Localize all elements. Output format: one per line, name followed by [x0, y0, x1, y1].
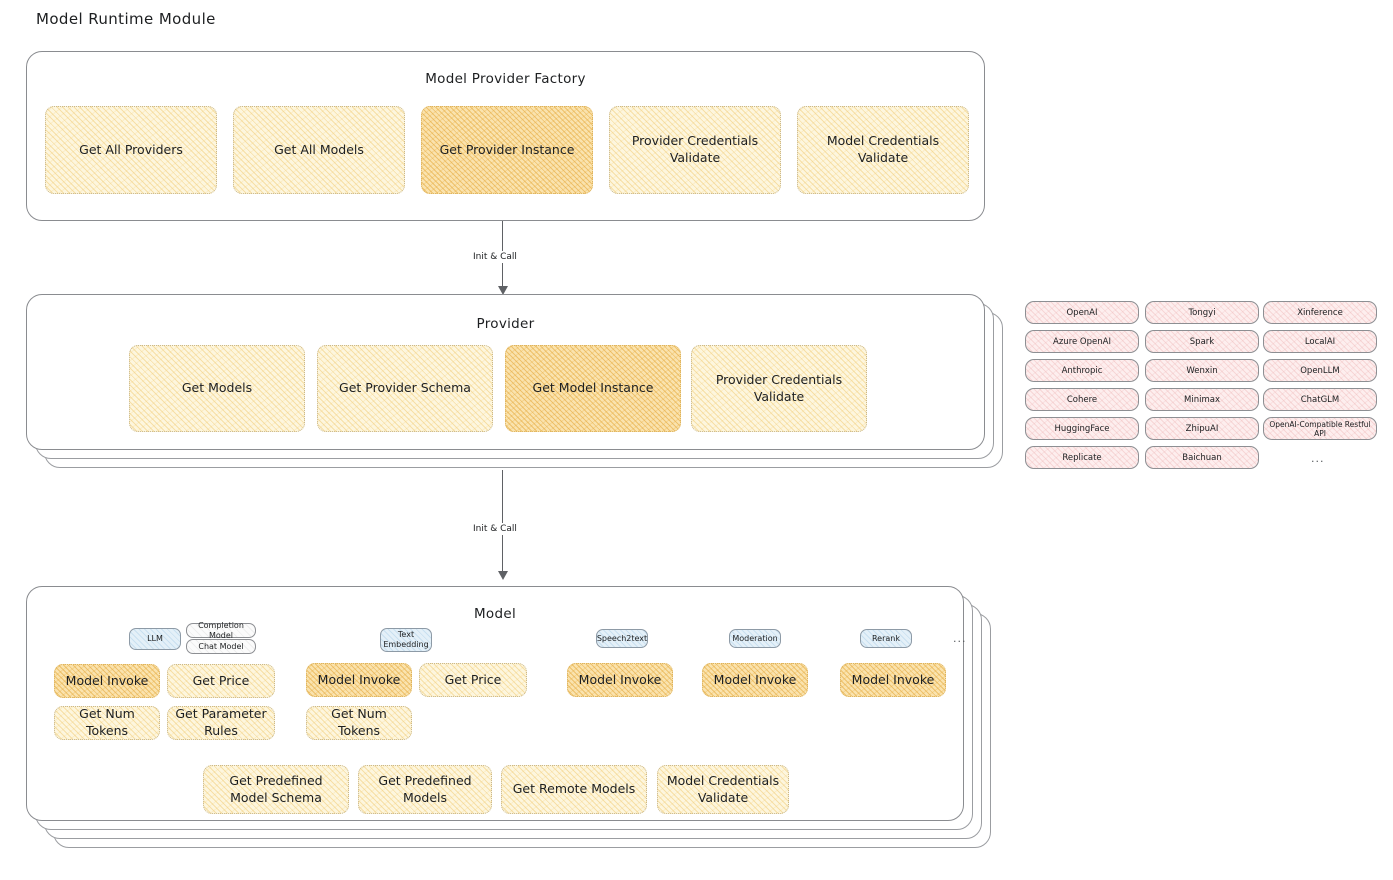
provider-pill-wenxin[interactable]: Wenxin — [1145, 359, 1259, 382]
model-group: Model — [26, 586, 964, 821]
model-type-chip-moderation[interactable]: Moderation — [729, 629, 781, 648]
llm-method-get-price[interactable]: Get Price — [167, 664, 275, 698]
provider-method-get-provider-schema[interactable]: Get Provider Schema — [317, 345, 493, 432]
provider-pill-baichuan[interactable]: Baichuan — [1145, 446, 1259, 469]
arrow-provider-to-model-head — [498, 571, 508, 580]
provider-pill-anthropic[interactable]: Anthropic — [1025, 359, 1139, 382]
provider-pill-localai[interactable]: LocalAI — [1263, 330, 1377, 353]
llm-method-model-invoke[interactable]: Model Invoke — [54, 664, 160, 698]
provider-method-get-model-instance[interactable]: Get Model Instance — [505, 345, 681, 432]
text-embedding-method-get-num-tokens[interactable]: Get Num Tokens — [306, 706, 412, 740]
provider-pill-replicate[interactable]: Replicate — [1025, 446, 1139, 469]
model-common-method-get-predefined-models[interactable]: Get Predefined Models — [358, 765, 492, 814]
provider-pill-xinference[interactable]: Xinference — [1263, 301, 1377, 324]
factory-method-get-provider-instance[interactable]: Get Provider Instance — [421, 106, 593, 194]
model-subtype-chip-completion-model[interactable]: Completion Model — [186, 621, 256, 640]
provider-pill-chatglm[interactable]: ChatGLM — [1263, 388, 1377, 411]
arrow-factory-to-provider-head — [498, 286, 508, 295]
model-subtype-chip-chat-model[interactable]: Chat Model — [186, 639, 256, 654]
arrow-factory-to-provider-label: Init & Call — [469, 251, 521, 263]
model-type-chip-text-embedding[interactable]: Text Embedding — [380, 628, 432, 652]
moderation-method-model-invoke[interactable]: Model Invoke — [702, 663, 808, 697]
model-title: Model — [473, 606, 517, 622]
provider-pill-openai-compatible-restful-api[interactable]: OpenAI-Compatible Restful API — [1263, 417, 1377, 440]
text-embedding-method-get-price[interactable]: Get Price — [419, 663, 527, 697]
provider-pill-spark[interactable]: Spark — [1145, 330, 1259, 353]
provider-title: Provider — [476, 316, 535, 332]
model-common-method-model-credentials-validate[interactable]: Model Credentials Validate — [657, 765, 789, 814]
rerank-method-model-invoke[interactable]: Model Invoke — [840, 663, 946, 697]
provider-list-more-ellipsis: ... — [1311, 452, 1325, 465]
provider-method-get-models[interactable]: Get Models — [129, 345, 305, 432]
provider-pill-openai[interactable]: OpenAI — [1025, 301, 1139, 324]
llm-method-get-parameter-rules[interactable]: Get Parameter Rules — [167, 706, 275, 740]
llm-method-get-num-tokens[interactable]: Get Num Tokens — [54, 706, 160, 740]
factory-method-provider-credentials-validate[interactable]: Provider Credentials Validate — [609, 106, 781, 194]
model-type-chip-speech2text[interactable]: Speech2text — [596, 629, 648, 648]
model-provider-factory-title: Model Provider Factory — [425, 71, 586, 87]
factory-method-get-all-providers[interactable]: Get All Providers — [45, 106, 217, 194]
provider-pill-zhipuai[interactable]: ZhipuAI — [1145, 417, 1259, 440]
model-types-more-ellipsis: ... — [953, 632, 967, 645]
speech2text-method-model-invoke[interactable]: Model Invoke — [567, 663, 673, 697]
provider-method-provider-credentials-validate[interactable]: Provider Credentials Validate — [691, 345, 867, 432]
model-type-chip-rerank[interactable]: Rerank — [860, 629, 912, 648]
provider-pill-openllm[interactable]: OpenLLM — [1263, 359, 1377, 382]
model-type-chip-llm[interactable]: LLM — [129, 628, 181, 650]
model-common-method-get-predefined-model-schema[interactable]: Get Predefined Model Schema — [203, 765, 349, 814]
factory-method-get-all-models[interactable]: Get All Models — [233, 106, 405, 194]
model-common-method-get-remote-models[interactable]: Get Remote Models — [501, 765, 647, 814]
provider-pill-azure-openai[interactable]: Azure OpenAI — [1025, 330, 1139, 353]
factory-method-model-credentials-validate[interactable]: Model Credentials Validate — [797, 106, 969, 194]
provider-pill-tongyi[interactable]: Tongyi — [1145, 301, 1259, 324]
provider-pill-cohere[interactable]: Cohere — [1025, 388, 1139, 411]
provider-pill-huggingface[interactable]: HuggingFace — [1025, 417, 1139, 440]
page-title: Model Runtime Module — [36, 10, 216, 28]
arrow-provider-to-model-label: Init & Call — [469, 523, 521, 535]
text-embedding-method-model-invoke[interactable]: Model Invoke — [306, 663, 412, 697]
provider-pill-minimax[interactable]: Minimax — [1145, 388, 1259, 411]
